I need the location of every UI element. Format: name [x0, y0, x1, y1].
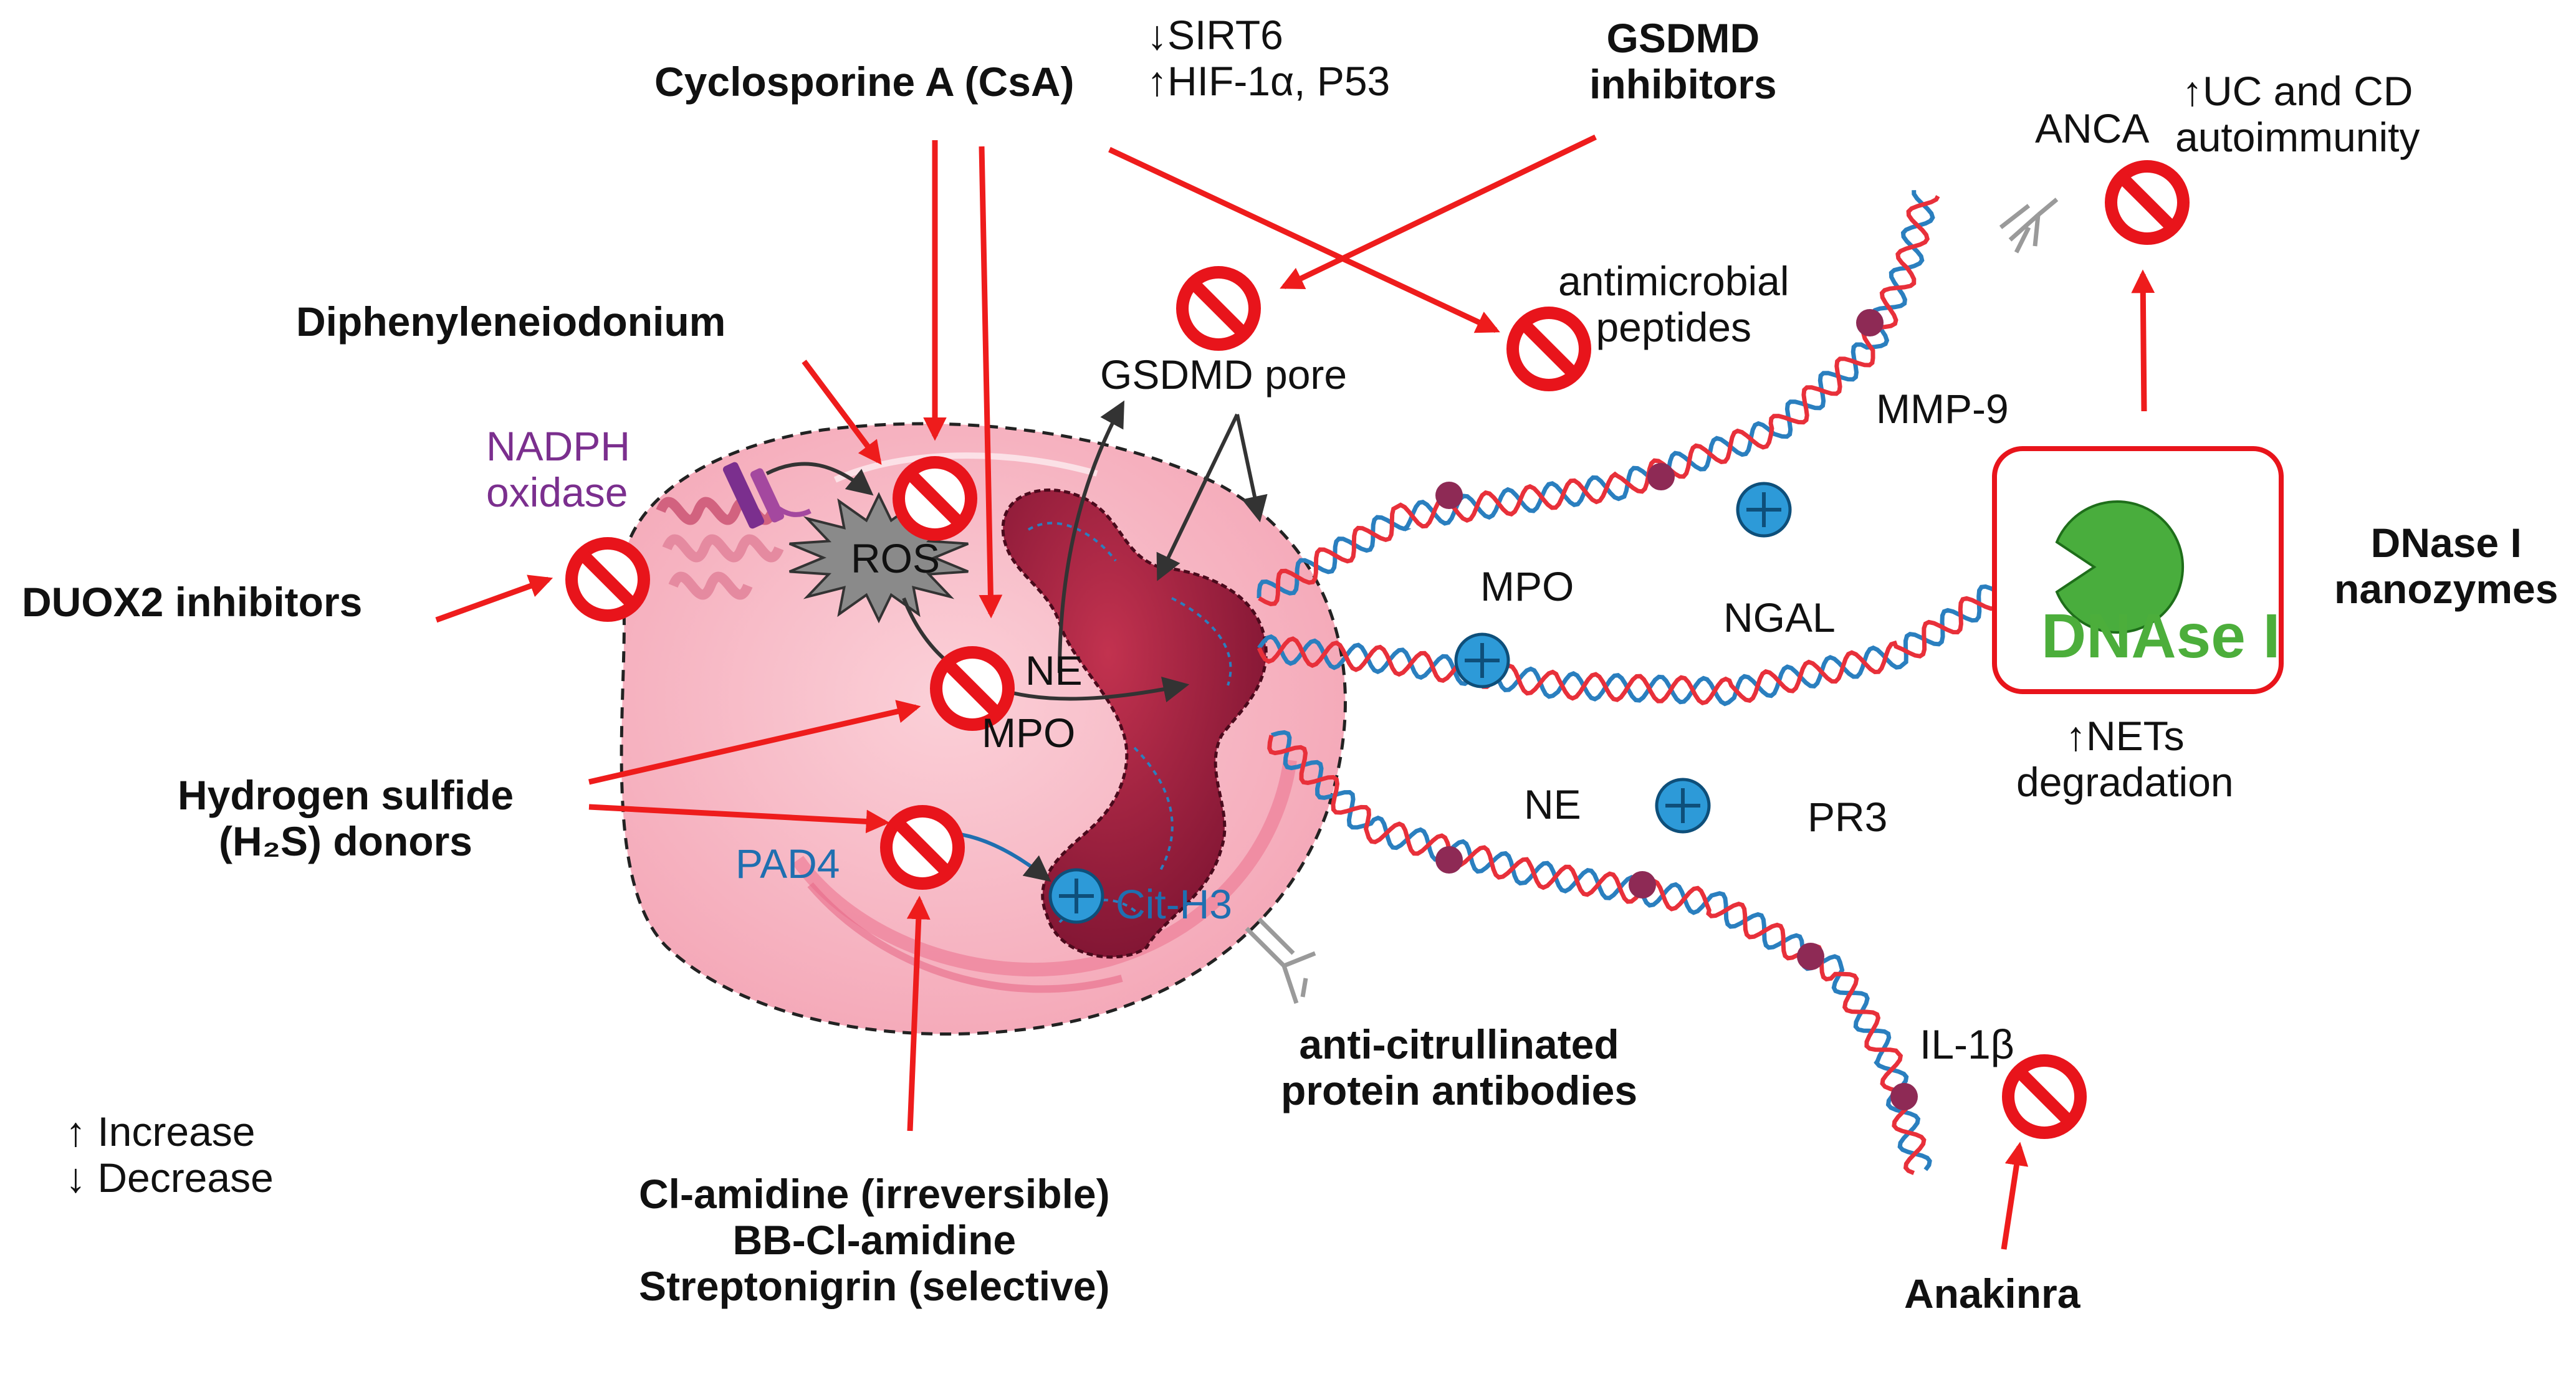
nets-degradation-label: ↑NETs degradation — [2016, 713, 2234, 805]
granules — [1435, 309, 1918, 1110]
nadph-oxidase-label: NADPH oxidase — [486, 423, 631, 515]
gsdmd-arrow — [1280, 134, 1597, 290]
inhibition-signs — [565, 160, 2190, 1139]
sirt6-effect: ↓SIRT6 — [1147, 12, 1283, 58]
hif-p53-effect: ↑HIF-1α, P53 — [1147, 57, 1391, 104]
legend-increase: ↑ Increase — [65, 1108, 256, 1155]
granule — [1629, 871, 1656, 898]
pad4-no-sign — [880, 805, 965, 890]
csa-arrow-2 — [979, 146, 1003, 619]
il1b-no-sign — [2002, 1054, 2087, 1139]
legend-decrease: ↓ Decrease — [65, 1154, 274, 1201]
amidine-arrow — [906, 895, 931, 1132]
ngal-protein — [1736, 482, 1792, 538]
granule — [1856, 309, 1884, 336]
ros-no-sign — [893, 456, 977, 541]
h2s-arrow-2 — [588, 804, 890, 834]
acpa-label: anti-citrullinated protein antibodies — [1281, 1021, 1638, 1113]
granule — [1435, 846, 1463, 874]
cith3-protein — [1048, 868, 1104, 924]
granule — [1647, 463, 1675, 490]
pr3-label: PR3 — [1808, 794, 1888, 840]
granule — [1890, 1083, 1918, 1110]
mmp9-label: MMP-9 — [1876, 386, 2009, 432]
mpo-protein — [1454, 632, 1510, 689]
anakinra-arrow — [2001, 1141, 2029, 1250]
duox2-label: DUOX2 inhibitors — [22, 579, 363, 625]
dnase-nanozymes-label: DNase I nanozymes — [2334, 520, 2559, 612]
h2s-donors-label: Hydrogen sulfide (H₂S) donors — [178, 772, 514, 864]
anca-antibody-icon — [1999, 198, 2059, 254]
mpo-inside-label: MPO — [982, 710, 1076, 756]
anakinra-label: Anakinra — [1904, 1270, 2080, 1317]
acpa-antibody-icon — [1245, 917, 1316, 1004]
granule — [1797, 943, 1824, 970]
gsdmd-inhibitors-label: GSDMD inhibitors — [1589, 15, 1777, 107]
il1b-label: IL-1β — [1920, 1021, 2014, 1067]
dna-strand-middle — [1257, 528, 2066, 707]
dnase-enzyme-label: DNAse I — [2041, 601, 2281, 671]
pr3-protein — [1655, 778, 1711, 834]
duox2-no-sign — [565, 537, 650, 622]
antimicrobial-peptides-label: antimicrobial peptides — [1558, 258, 1789, 350]
dpi-label: Diphenyleneiodonium — [296, 298, 726, 345]
csa-label: Cyclosporine A (CsA) — [654, 59, 1075, 105]
autoimmunity-label: ↑UC and CD autoimmunity — [2175, 68, 2420, 160]
nadph-oxidase-icon — [656, 462, 812, 600]
amp-no-sign — [1506, 307, 1591, 391]
ngal-label: NGAL — [1723, 594, 1836, 641]
legend: ↑ Increase ↓ Decrease — [65, 1108, 274, 1201]
csa-arrow-3 — [1108, 146, 1500, 333]
duox2-arrow — [435, 574, 553, 623]
gsdmd-pore-label: GSDMD pore — [1100, 351, 1348, 398]
ros-label: ROS — [851, 535, 941, 581]
anca-label: ANCA — [2035, 105, 2150, 151]
dnase-up-arrow — [2131, 269, 2155, 412]
ne-inside-label: NE — [1025, 647, 1083, 693]
dnase-box — [1992, 446, 2284, 694]
granule — [1435, 482, 1463, 509]
protein-markers — [1048, 482, 1792, 924]
amidines-label: Cl-amidine (irreversible) BB-Cl-amidine … — [639, 1171, 1110, 1309]
csa-no-sign — [1176, 266, 1261, 351]
mpo-net-label: MPO — [1480, 563, 1574, 609]
csa-effects-list: ↓SIRT6 ↑HIF-1α, P53 — [1147, 12, 1390, 105]
dnase-enzyme-icon — [2055, 500, 2185, 634]
ne-mpo-no-sign — [930, 646, 1015, 731]
anca-no-sign — [2105, 160, 2190, 245]
cith3-label: Cit-H3 — [1116, 881, 1233, 927]
dpi-arrow — [802, 360, 882, 465]
h2s-arrow-1 — [588, 700, 921, 785]
inhibition-arrows — [435, 134, 2155, 1250]
pad4-label: PAD4 — [735, 841, 840, 887]
ne-net-label: NE — [1524, 781, 1581, 827]
